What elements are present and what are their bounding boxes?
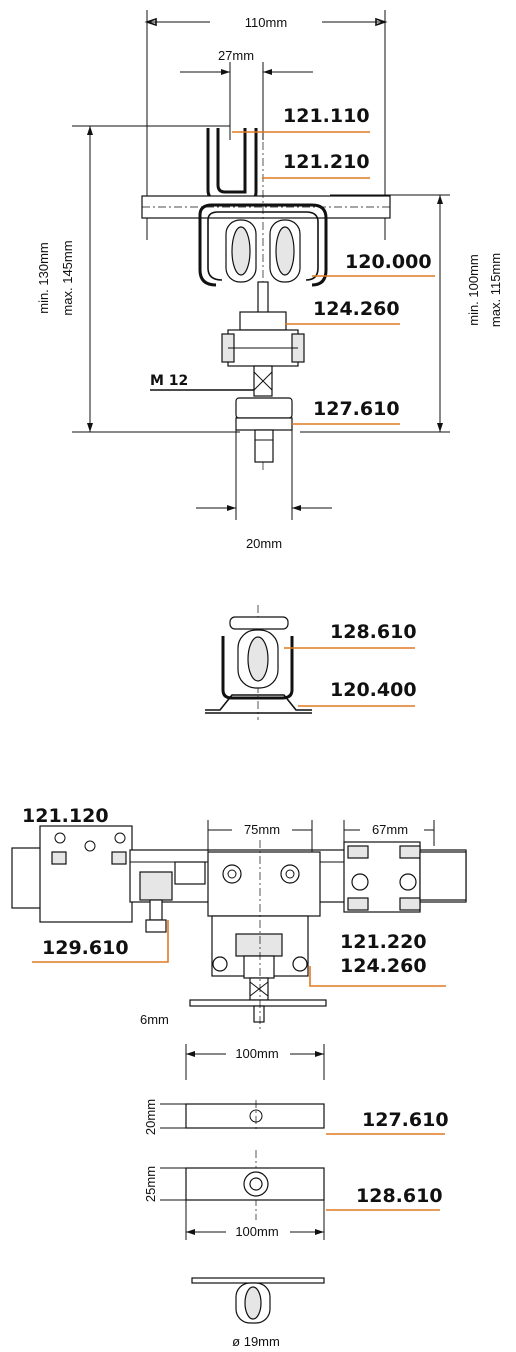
dim-20mm: 20mm bbox=[246, 536, 282, 551]
dim-max-145mm: max. 145mm bbox=[60, 240, 75, 315]
label-m12: M 12 bbox=[150, 373, 188, 389]
dim-75mm: 75mm bbox=[244, 822, 280, 837]
part-121-210: 121.210 bbox=[283, 151, 370, 173]
part-128-610-side: 128.610 bbox=[330, 621, 417, 643]
part-129-610: 129.610 bbox=[42, 937, 129, 959]
dim-110mm: 110mm bbox=[245, 15, 287, 30]
part-127-610-top: 127.610 bbox=[313, 398, 400, 420]
part-124-260-top: 124.260 bbox=[313, 298, 400, 320]
figure-roller: ø 19mm bbox=[191, 1277, 325, 1349]
dim-100mm-bottom: 100mm bbox=[235, 1224, 278, 1239]
dim-min-130mm: min. 130mm bbox=[36, 242, 51, 314]
dim-67mm: 67mm bbox=[372, 822, 408, 837]
part-124-260-bottom: 124.260 bbox=[340, 955, 427, 977]
dim-min-100mm: min. 100mm bbox=[466, 254, 481, 326]
part-121-120: 121.120 bbox=[22, 805, 109, 827]
dim-diameter-19mm: ø 19mm bbox=[232, 1334, 280, 1349]
dim-27mm: 27mm bbox=[218, 48, 254, 63]
figure-side-trolley: 128.610 120.400 bbox=[205, 605, 417, 720]
dim-6mm: 6mm bbox=[140, 1012, 169, 1027]
part-121-110: 121.110 bbox=[283, 105, 370, 127]
dim-20mm-plate: 20mm bbox=[143, 1099, 158, 1135]
part-127-610-bottom: 127.610 bbox=[362, 1109, 449, 1131]
part-120-400: 120.400 bbox=[330, 679, 417, 701]
dim-max-115mm: max. 115mm bbox=[488, 253, 503, 327]
part-120-000: 120.000 bbox=[345, 251, 432, 273]
figure-assembly-view: 121.120 bbox=[11, 805, 467, 1030]
part-121-220: 121.220 bbox=[340, 931, 427, 953]
part-128-610-bottom: 128.610 bbox=[356, 1185, 443, 1207]
dim-100mm-top: 100mm bbox=[235, 1046, 278, 1061]
figure-plate-127610: 100mm 20mm 127.610 bbox=[143, 1044, 449, 1135]
figure-plate-128610: 25mm 100mm 128.610 bbox=[143, 1150, 443, 1240]
dim-25mm: 25mm bbox=[143, 1166, 158, 1202]
figure-trolley-front: 110mm 27mm min. 130mm max. 145mm min. 10… bbox=[36, 10, 503, 551]
